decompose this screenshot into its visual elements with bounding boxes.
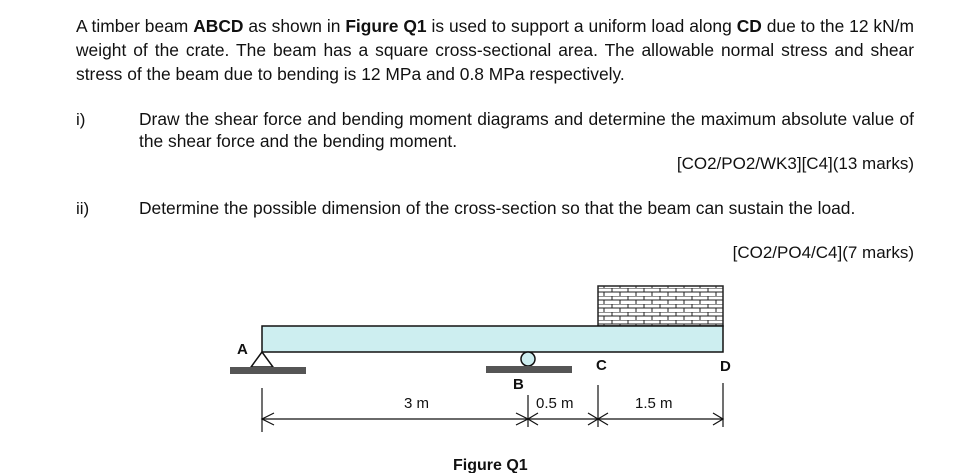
dimension-line-cd bbox=[596, 412, 725, 426]
question-2-label: ii) bbox=[76, 199, 90, 218]
figure-caption: Figure Q1 bbox=[453, 457, 528, 473]
question-2-marks: [CO2/PO4/C4](7 marks) bbox=[732, 243, 914, 262]
point-label-b: B bbox=[513, 376, 524, 393]
question-1-label: i) bbox=[76, 110, 86, 129]
beam-name: ABCD bbox=[193, 16, 244, 36]
point-label-c: C bbox=[596, 357, 607, 374]
point-label-d: D bbox=[720, 358, 731, 375]
intro-text: due to the 12 kN/m weight of the crate. … bbox=[76, 16, 915, 84]
intro-text: as shown in bbox=[243, 16, 346, 36]
question-1-marks: [CO2/PO2/WK3][C4](13 marks) bbox=[676, 154, 914, 173]
beam bbox=[261, 325, 724, 353]
dimension-line-ab bbox=[260, 412, 530, 426]
question-1-text: Draw the shear force and bending moment … bbox=[139, 109, 914, 151]
problem-statement: A timber beam ABCD as shown in Figure Q1… bbox=[76, 14, 914, 86]
point-label-a: A bbox=[237, 341, 248, 358]
dimension-line-bc bbox=[526, 412, 600, 426]
intro-text: is used to support a uniform load along bbox=[426, 16, 737, 36]
dimension-label-ab: 3 m bbox=[404, 395, 429, 412]
pin-support-a bbox=[230, 350, 306, 374]
dimension-label-bc: 0.5 m bbox=[536, 395, 574, 412]
intro-text: A timber beam bbox=[76, 16, 194, 36]
roller-support-b bbox=[486, 351, 572, 373]
segment-ref: CD bbox=[736, 16, 762, 36]
figure-ref: Figure Q1 bbox=[345, 16, 427, 36]
dimension-label-cd: 1.5 m bbox=[635, 395, 673, 412]
crate bbox=[597, 285, 724, 327]
question-2-text: Determine the possible dimension of the … bbox=[139, 198, 856, 218]
